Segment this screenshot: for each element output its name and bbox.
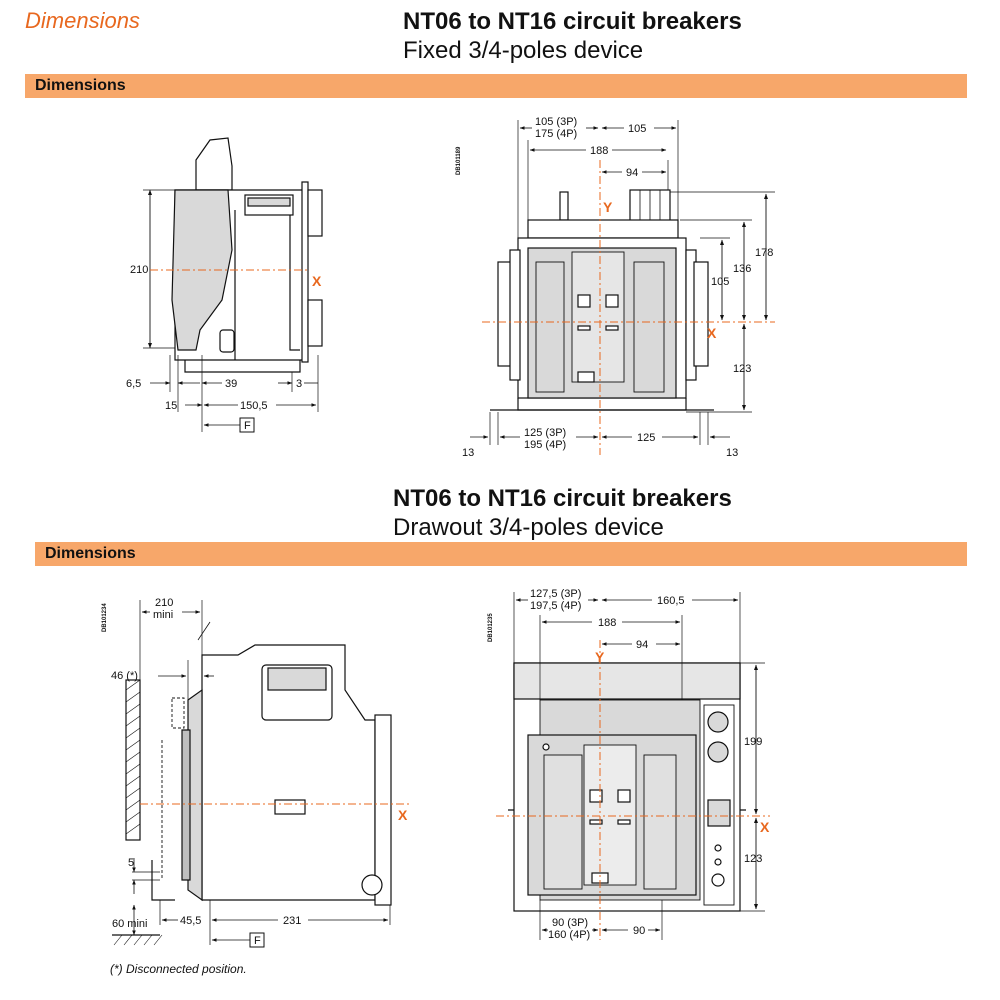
drawout-dimensions-band: Dimensions xyxy=(35,542,967,566)
drawout-band-label: Dimensions xyxy=(45,545,136,562)
drawout-front-width: 188 xyxy=(598,617,616,629)
fixed-front-top-left-3p: 105 (3P) xyxy=(535,116,577,128)
fixed-side-dimensions: 210 X 6,5 39 3 15 150,5 F xyxy=(126,189,322,433)
drawout-front-top-left-3p: 127,5 (3P) xyxy=(530,588,581,600)
fixed-front-dimensions: Y X 105 (3P) 175 (4P) 105 188 94 178 136… xyxy=(456,116,775,459)
drawout-side-210: 210 xyxy=(155,597,173,609)
fixed-front-axis-x: X xyxy=(707,325,717,341)
drawout-front-bot-left-4p: 160 (4P) xyxy=(548,929,590,941)
drawout-side-231: 231 xyxy=(283,915,301,927)
fixed-band-label: Dimensions xyxy=(35,77,126,94)
section-label: Dimensions xyxy=(25,8,140,33)
fixed-front-top-right: 105 xyxy=(628,123,646,135)
drawout-side-drawing-code: DB101234 xyxy=(102,603,108,632)
drawout-front-view xyxy=(508,662,746,912)
drawout-front-top-right: 160,5 xyxy=(657,595,685,607)
drawout-side-46: 46 (*) xyxy=(111,670,138,682)
fixed-front-bot-left-3p: 125 (3P) xyxy=(524,427,566,439)
fixed-front-105: 105 xyxy=(711,276,729,288)
drawout-side-60: 60 mini xyxy=(112,918,147,930)
fixed-front-136: 136 xyxy=(733,263,751,275)
drawout-front-199: 199 xyxy=(744,736,762,748)
fixed-front-top-left-4p: 175 (4P) xyxy=(535,128,577,140)
drawout-side-view xyxy=(112,644,392,946)
fixed-side-height-label: 210 xyxy=(130,264,148,276)
fixed-title: NT06 to NT16 circuit breakers xyxy=(403,8,742,35)
drawout-front-dimensions: Y X 127,5 (3P) 197,5 (4P) 160,5 188 94 1… xyxy=(488,588,770,941)
fixed-front-13-left: 13 xyxy=(462,447,474,459)
fixed-front-13-right: 13 xyxy=(726,447,738,459)
fixed-side-3: 3 xyxy=(296,378,302,390)
drawout-side-45-5: 45,5 xyxy=(180,915,201,927)
drawout-front-bot-left-3p: 90 (3P) xyxy=(552,917,588,929)
drawout-front-drawing-code: DB101235 xyxy=(488,613,494,642)
fixed-front-bot-left-4p: 195 (4P) xyxy=(524,439,566,451)
fixed-side-axis-x: X xyxy=(312,273,322,289)
fixed-side-view xyxy=(171,137,323,373)
fixed-front-bot-right: 125 xyxy=(637,432,655,444)
drawout-front-bot-right: 90 xyxy=(633,925,645,937)
fixed-dimensions-band: Dimensions xyxy=(25,74,967,98)
fixed-side-150-5: 150,5 xyxy=(240,400,268,412)
drawout-subtitle: Drawout 3/4-poles device xyxy=(393,514,664,541)
fixed-subtitle: Fixed 3/4-poles device xyxy=(403,37,644,64)
drawout-side-dimensions: X 210 mini 46 (*) 5 60 mini 45,5 231 F D… xyxy=(102,597,410,948)
drawout-front-axis-y: Y xyxy=(595,649,605,665)
fixed-front-axis-y: Y xyxy=(603,199,613,215)
drawout-front-94: 94 xyxy=(636,639,648,651)
drawout-front-axis-x: X xyxy=(760,819,770,835)
fixed-side-39: 39 xyxy=(225,378,237,390)
fixed-front-width: 188 xyxy=(590,145,608,157)
drawout-side-mini: mini xyxy=(153,609,173,621)
drawout-side-f-label: F xyxy=(254,935,261,947)
drawout-side-axis-x: X xyxy=(398,807,408,823)
fixed-side-6-5: 6,5 xyxy=(126,378,141,390)
fixed-side-15: 15 xyxy=(165,400,177,412)
fixed-front-94: 94 xyxy=(626,167,638,179)
drawout-title: NT06 to NT16 circuit breakers xyxy=(393,485,732,512)
drawout-side-5: 5 xyxy=(128,857,134,869)
fixed-front-178: 178 xyxy=(755,247,773,259)
drawout-front-123: 123 xyxy=(744,853,762,865)
fixed-front-123: 123 xyxy=(733,363,751,375)
disconnected-note: (*) Disconnected position. xyxy=(110,962,247,976)
fixed-drawing-code: DB101189 xyxy=(456,146,462,175)
fixed-side-f-label: F xyxy=(244,420,251,432)
drawout-front-top-left-4p: 197,5 (4P) xyxy=(530,600,581,612)
fixed-front-view xyxy=(490,189,714,411)
